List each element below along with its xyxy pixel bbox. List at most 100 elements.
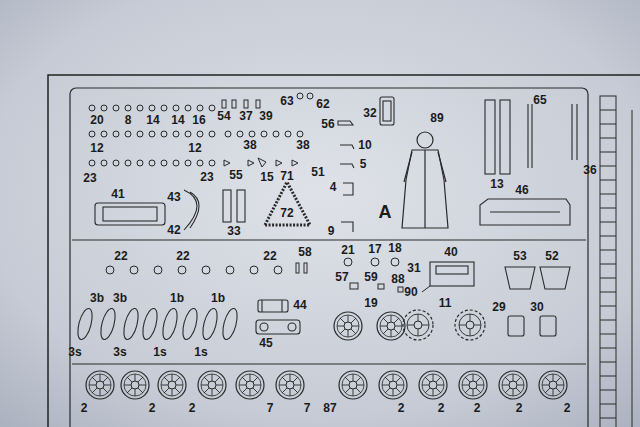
sprue-frame [70, 88, 588, 427]
small-parts [125, 105, 131, 111]
small-parts [371, 258, 379, 266]
callout-number: 32 [363, 107, 376, 119]
small-parts [344, 258, 352, 266]
small-parts [292, 160, 298, 166]
callout-number: 38 [296, 139, 309, 151]
callout-number: 51 [311, 166, 324, 178]
callout-number: 2 [81, 402, 88, 414]
hull-parts [528, 104, 532, 168]
small-parts [197, 131, 203, 137]
callout-number: 90 [404, 286, 417, 298]
small-parts [154, 266, 162, 274]
road-wheels [377, 312, 405, 340]
callout-number: 1s [153, 346, 166, 358]
hull-parts [340, 145, 354, 149]
callout-number: 63 [280, 95, 293, 107]
callout-number: 30 [530, 301, 543, 313]
track-links [75, 307, 95, 341]
small-parts [296, 263, 299, 273]
small-parts [185, 131, 191, 137]
callout-number: 7 [304, 402, 311, 414]
hull-parts [223, 190, 231, 222]
small-parts [297, 93, 303, 99]
callout-number: 21 [341, 244, 354, 256]
small-parts [249, 131, 255, 137]
small-parts [101, 131, 107, 137]
callout-number: 12 [90, 142, 103, 154]
callout-number: 3b [90, 292, 104, 304]
small-parts [173, 105, 179, 111]
small-parts [161, 160, 167, 166]
small-parts [185, 105, 191, 111]
figure [402, 132, 448, 228]
small-parts [350, 283, 358, 289]
small-parts [297, 131, 303, 137]
callout-number: 54 [217, 110, 230, 122]
small-parts [101, 105, 107, 111]
hull-parts [258, 300, 288, 312]
callout-number: 14 [146, 114, 159, 126]
small-parts [106, 266, 114, 274]
callout-number: 42 [167, 224, 180, 236]
callout-number: 2 [516, 402, 523, 414]
road-wheels [276, 371, 304, 399]
sprue-frame [70, 88, 588, 427]
track-links [160, 307, 180, 341]
small-parts [149, 160, 155, 166]
callout-number: 23 [83, 172, 96, 184]
callout-number: 39 [259, 110, 272, 122]
road-wheels [158, 371, 186, 399]
callout-number: 31 [407, 262, 420, 274]
callout-number: 57 [335, 271, 348, 283]
callout-number: 2 [474, 402, 481, 414]
callout-number: 59 [364, 271, 377, 283]
hull-parts [380, 97, 394, 125]
callout-number: 72 [280, 207, 293, 219]
small-parts [178, 266, 186, 274]
small-parts [244, 100, 248, 108]
sprue-letter: A [379, 203, 392, 221]
callout-number: 46 [515, 184, 528, 196]
small-parts [113, 131, 119, 137]
small-parts [226, 266, 234, 274]
callout-number: 38 [243, 139, 256, 151]
track-strip [600, 96, 632, 427]
track-links [180, 307, 200, 341]
road-wheels [379, 371, 407, 399]
callout-number: 37 [239, 110, 252, 122]
callout-number: 20 [90, 114, 103, 126]
callout-number: 17 [368, 243, 381, 255]
callout-number: 22 [263, 250, 276, 262]
callout-number: 33 [227, 225, 240, 237]
hull-parts [288, 323, 296, 331]
track-links [75, 307, 240, 341]
small-parts [130, 266, 138, 274]
hull-parts [95, 203, 165, 225]
hull-parts [436, 266, 468, 274]
small-parts [149, 105, 155, 111]
callout-number: 15 [260, 171, 273, 183]
small-parts [258, 158, 266, 167]
small-parts [391, 258, 399, 266]
small-parts [137, 131, 143, 137]
small-parts [101, 160, 107, 166]
small-parts [89, 131, 95, 137]
callout-number: 9 [328, 225, 335, 237]
hull-parts [485, 100, 495, 174]
callout-number: 2 [189, 402, 196, 414]
hull-parts [256, 320, 300, 334]
small-parts [422, 286, 430, 292]
small-parts [276, 160, 282, 166]
figure [404, 150, 446, 228]
callout-number: 88 [391, 273, 404, 285]
callout-number: 3s [68, 346, 81, 358]
track-links [200, 307, 220, 341]
hull-parts [430, 262, 474, 286]
road-wheels [403, 310, 433, 340]
hull-parts [340, 164, 354, 168]
callout-number: 8 [125, 114, 132, 126]
small-parts [232, 100, 236, 108]
small-parts [209, 131, 215, 137]
small-parts [307, 93, 313, 99]
